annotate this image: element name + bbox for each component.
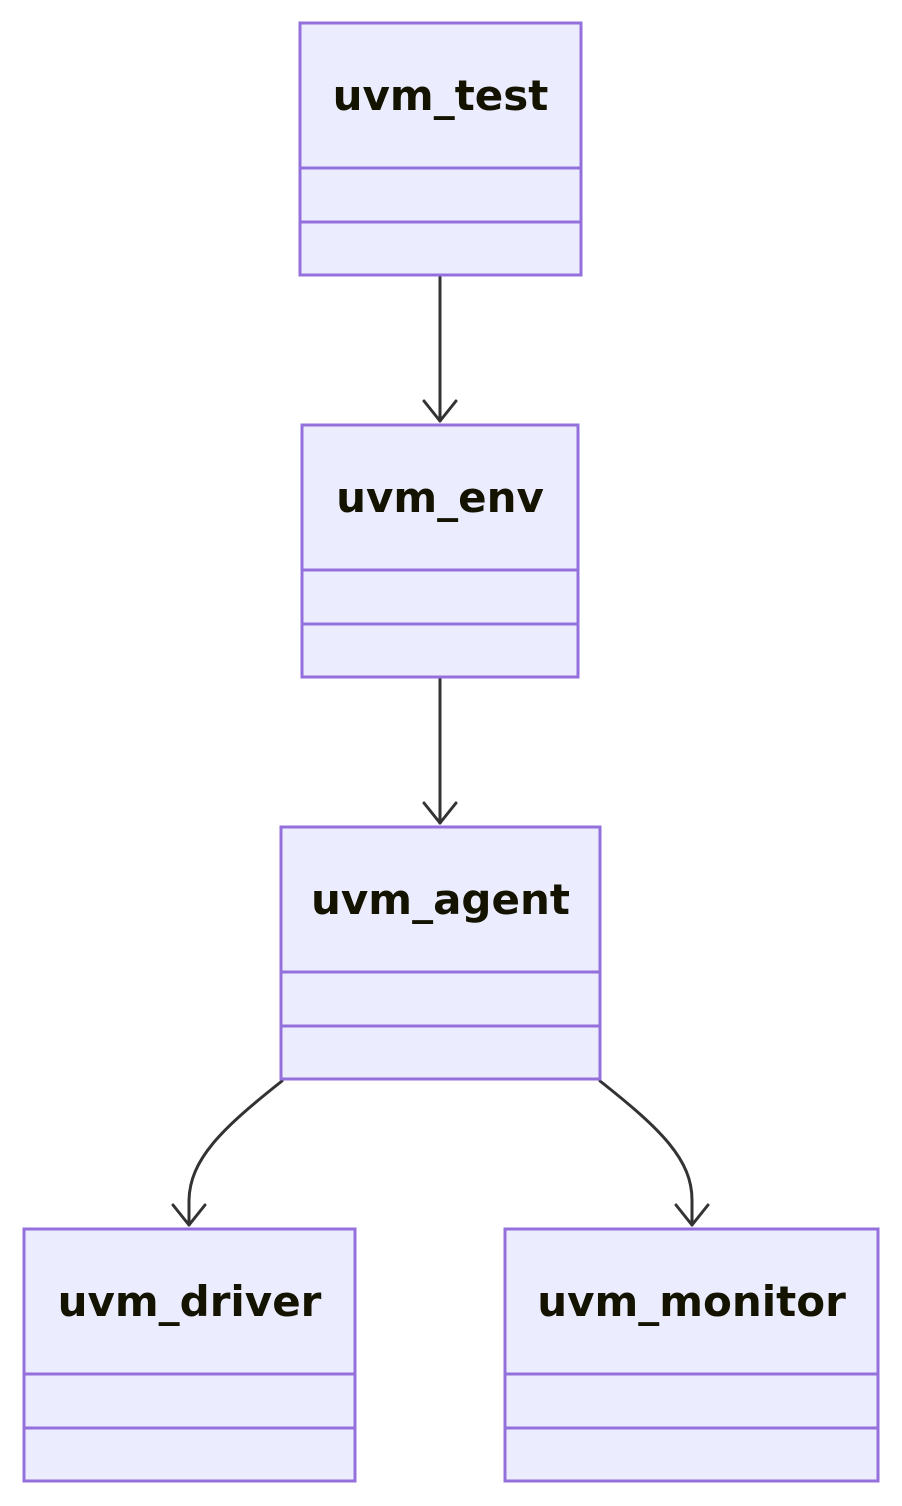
class-node-uvm-agent: uvm_agent xyxy=(279,825,602,1081)
class-name: uvm_driver xyxy=(58,1277,322,1326)
class-box xyxy=(298,21,583,277)
class-node-uvm-driver: uvm_driver xyxy=(22,1227,357,1483)
class-box xyxy=(503,1227,880,1483)
class-box xyxy=(300,423,580,679)
class-name: uvm_agent xyxy=(311,875,570,924)
edge-env-to-agent xyxy=(422,677,458,825)
class-name: uvm_test xyxy=(333,71,549,120)
edge-test-to-env xyxy=(422,275,458,423)
class-box xyxy=(22,1227,357,1483)
edges xyxy=(171,275,710,1227)
class-name: uvm_monitor xyxy=(537,1277,846,1326)
class-name: uvm_env xyxy=(336,473,544,522)
class-node-uvm-test: uvm_test xyxy=(298,21,583,277)
class-node-uvm-env: uvm_env xyxy=(300,423,580,679)
edge-agent-to-driver xyxy=(171,1079,284,1227)
class-node-uvm-monitor: uvm_monitor xyxy=(503,1227,880,1483)
edge-agent-to-monitor xyxy=(598,1079,710,1227)
class-box xyxy=(279,825,602,1081)
